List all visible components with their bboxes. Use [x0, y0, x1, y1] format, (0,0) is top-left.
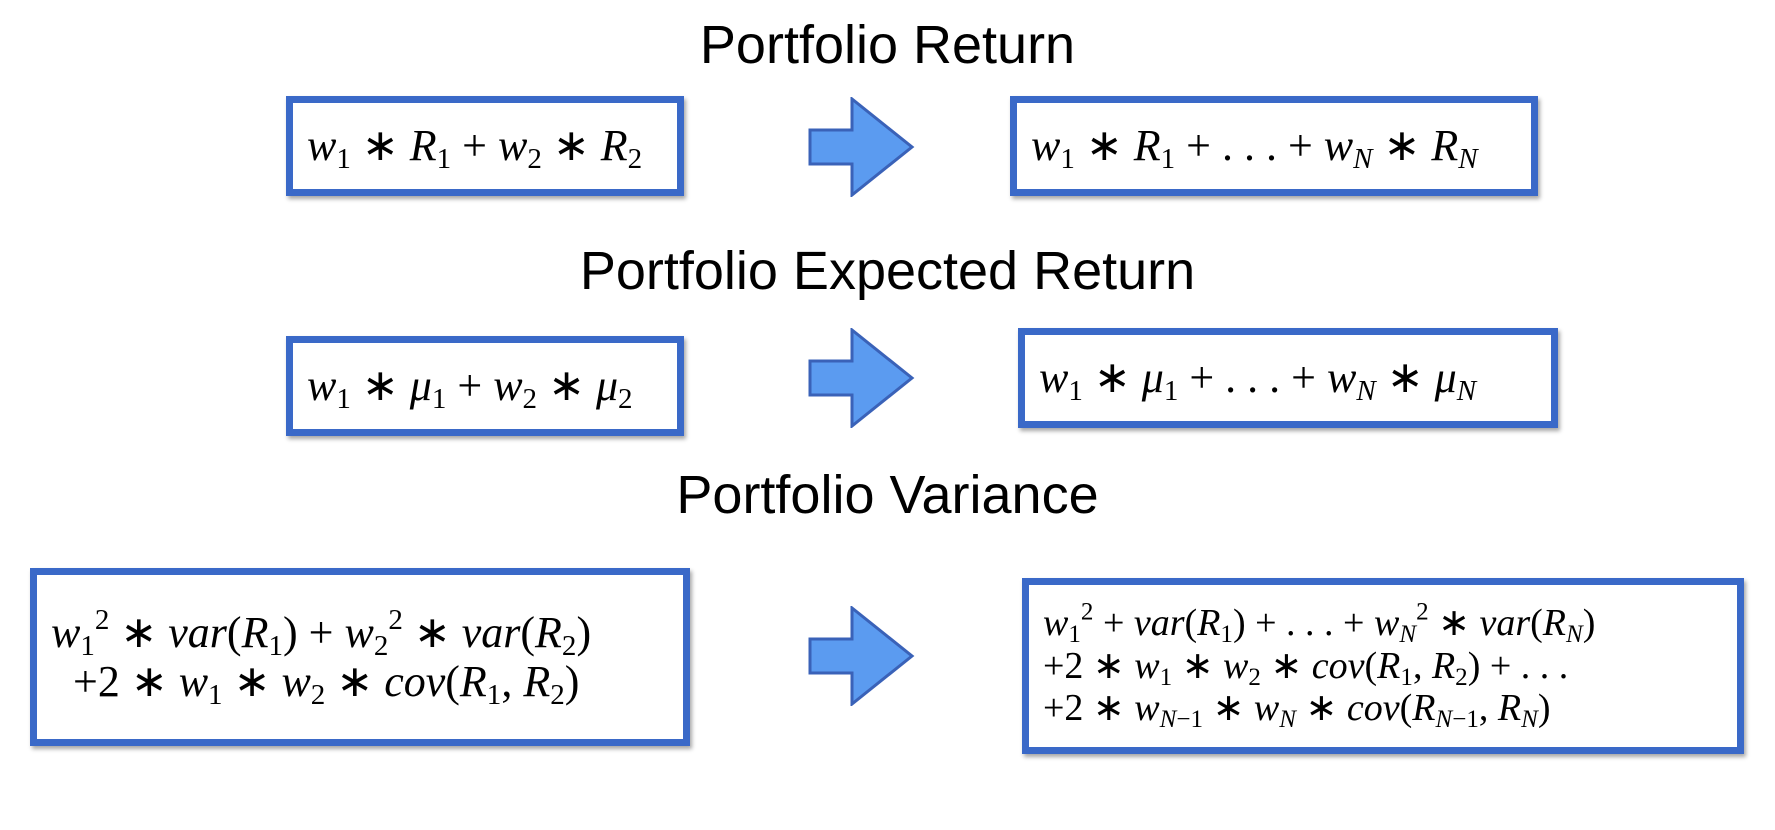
arrow-shape: [808, 328, 915, 428]
arrow-shape: [808, 606, 915, 706]
formula-line: w12 ∗ var(R1) + w22 ∗ var(R2): [51, 603, 592, 662]
right-arrow-icon: [808, 606, 915, 706]
portfolio-variance-two-asset-box: w12 ∗ var(R1) + w22 ∗ var(R2) +2 ∗ w1 ∗ …: [30, 568, 690, 746]
portfolio-expected-return-n-asset-box: w1 ∗ μ1 + . . . + wN ∗ μN: [1018, 328, 1558, 428]
formula-line: w1 ∗ R1 + w2 ∗ R2: [307, 121, 643, 176]
right-arrow-icon: [808, 97, 915, 197]
portfolio-return-two-asset-box: w1 ∗ R1 + w2 ∗ R2: [286, 96, 684, 196]
formula-line: w12 + var(R1) + . . . + wN2 ∗ var(RN): [1043, 598, 1596, 649]
formula-line: +2 ∗ wN−1 ∗ wN ∗ cov(RN−1, RN): [1043, 687, 1551, 734]
portfolio-return-title: Portfolio Return: [699, 15, 1076, 75]
formula-line: w1 ∗ μ1 + w2 ∗ μ2: [307, 361, 633, 416]
right-arrow-icon: [808, 328, 915, 428]
portfolio-expected-return-title: Portfolio Expected Return: [579, 241, 1196, 301]
portfolio-variance-n-asset-box: w12 + var(R1) + . . . + wN2 ∗ var(RN) +2…: [1022, 578, 1744, 754]
portfolio-expected-return-two-asset-box: w1 ∗ μ1 + w2 ∗ μ2: [286, 336, 684, 436]
formula-line: +2 ∗ w1 ∗ w2 ∗ cov(R1, R2) + . . .: [1043, 644, 1569, 691]
arrow-shape: [808, 97, 915, 197]
formula-line: +2 ∗ w1 ∗ w2 ∗ cov(R1, R2): [51, 657, 580, 712]
portfolio-variance-title: Portfolio Variance: [676, 465, 1099, 525]
formula-line: w1 ∗ R1 + . . . + wN ∗ RN: [1031, 121, 1478, 176]
portfolio-return-n-asset-box: w1 ∗ R1 + . . . + wN ∗ RN: [1010, 96, 1538, 196]
formula-line: w1 ∗ μ1 + . . . + wN ∗ μN: [1039, 353, 1477, 408]
